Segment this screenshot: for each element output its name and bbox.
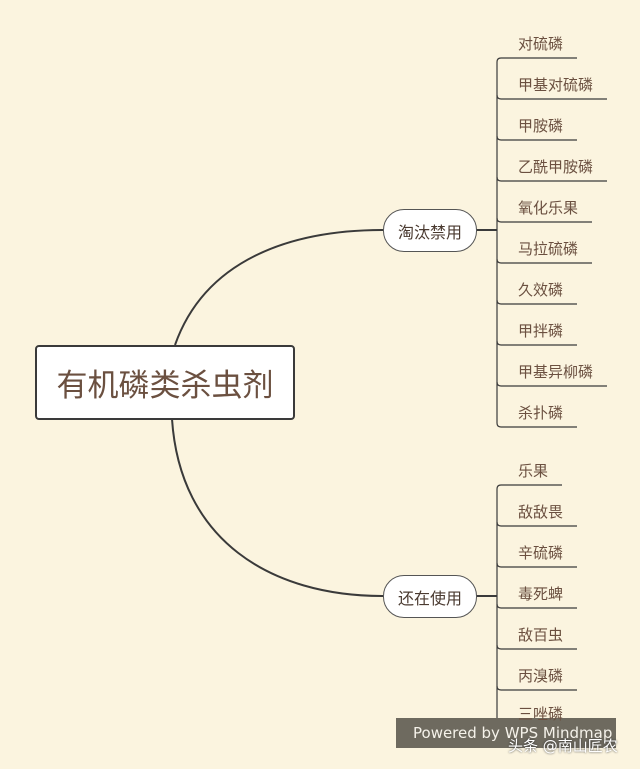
leaf-underline	[496, 217, 592, 223]
leaf-node[interactable]: 杀扑磷	[518, 404, 564, 422]
root-label: 有机磷类杀虫剂	[56, 368, 274, 404]
leaf-node[interactable]: 氧化乐果	[518, 199, 579, 217]
leaf-underline	[496, 135, 577, 141]
leaf-node[interactable]: 甲拌磷	[518, 322, 564, 340]
leaf-underline	[496, 299, 577, 305]
leaf-underline	[496, 484, 562, 490]
connector-root-banned	[174, 229, 384, 346]
leaf-underline	[496, 422, 577, 428]
leaf-underline	[496, 381, 607, 387]
leaf-underline	[496, 562, 577, 568]
leaf-node[interactable]: 敌百虫	[518, 626, 564, 644]
leaf-node[interactable]: 马拉硫磷	[518, 240, 579, 258]
root-node[interactable]: 有机磷类杀虫剂	[35, 345, 295, 420]
leaf-node[interactable]: 丙溴磷	[518, 667, 564, 685]
leaf-node[interactable]: 甲基对硫磷	[518, 76, 594, 94]
leaf-node[interactable]: 久效磷	[518, 281, 564, 299]
leaf-node[interactable]: 甲基异柳磷	[518, 363, 594, 381]
branch-label: 还在使用	[397, 588, 462, 608]
branch-label: 淘汰禁用	[397, 222, 462, 242]
leaf-underline	[496, 258, 592, 264]
leaf-node[interactable]: 毒死蜱	[518, 585, 564, 603]
leaf-underline	[496, 685, 577, 691]
connector-root-in-use	[171, 418, 384, 597]
leaf-node[interactable]: 乐果	[518, 462, 549, 480]
leaf-node[interactable]: 辛硫磷	[518, 544, 564, 562]
credit-watermark: 头条 @南山匠农	[508, 737, 618, 755]
leaf-underline	[496, 176, 607, 182]
branch-node-banned[interactable]: 淘汰禁用	[383, 209, 477, 252]
leaf-underline	[496, 644, 577, 650]
leaf-underline	[496, 340, 577, 346]
leaf-underline	[496, 57, 577, 63]
leaf-underline	[496, 94, 607, 100]
leaf-underline	[496, 603, 577, 609]
leaf-node[interactable]: 敌敌畏	[518, 503, 564, 521]
branch-node-in-use[interactable]: 还在使用	[383, 575, 477, 618]
leaf-node[interactable]: 对硫磷	[518, 35, 564, 53]
leaf-underline	[496, 521, 577, 527]
leaf-node[interactable]: 甲胺磷	[518, 117, 564, 135]
leaf-node[interactable]: 乙酰甲胺磷	[518, 158, 594, 176]
powered-by-watermark: Powered by WPS Mindmap	[396, 718, 616, 748]
leaf-node[interactable]: 三唑磷	[518, 705, 564, 723]
